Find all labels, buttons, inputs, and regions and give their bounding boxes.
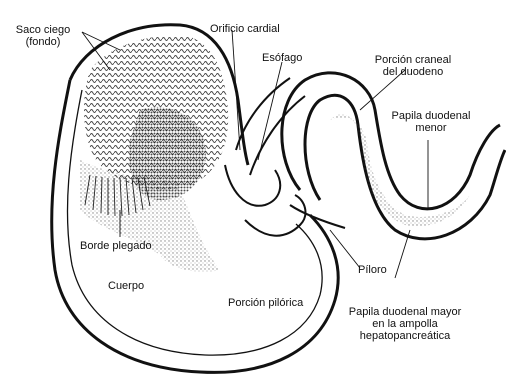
label-cuerpo: Cuerpo — [108, 280, 144, 292]
label-esofago: Esófago — [262, 52, 302, 64]
label-orificio-cardial: Orificio cardial — [210, 23, 280, 35]
label-papila-mayor: Papila duodenal mayor en la ampolla hepa… — [340, 306, 470, 342]
label-papila-menor: Papila duodenal menor — [376, 110, 486, 134]
label-porcion-craneal: Porción craneal del duodeno — [368, 54, 458, 78]
label-porcion-pilorica: Porción pilórica — [228, 297, 303, 309]
label-saco-ciego: Saco ciego (fondo) — [6, 24, 80, 48]
label-borde-plegado: Borde plegado — [80, 240, 152, 252]
label-piloro: Píloro — [358, 264, 387, 276]
